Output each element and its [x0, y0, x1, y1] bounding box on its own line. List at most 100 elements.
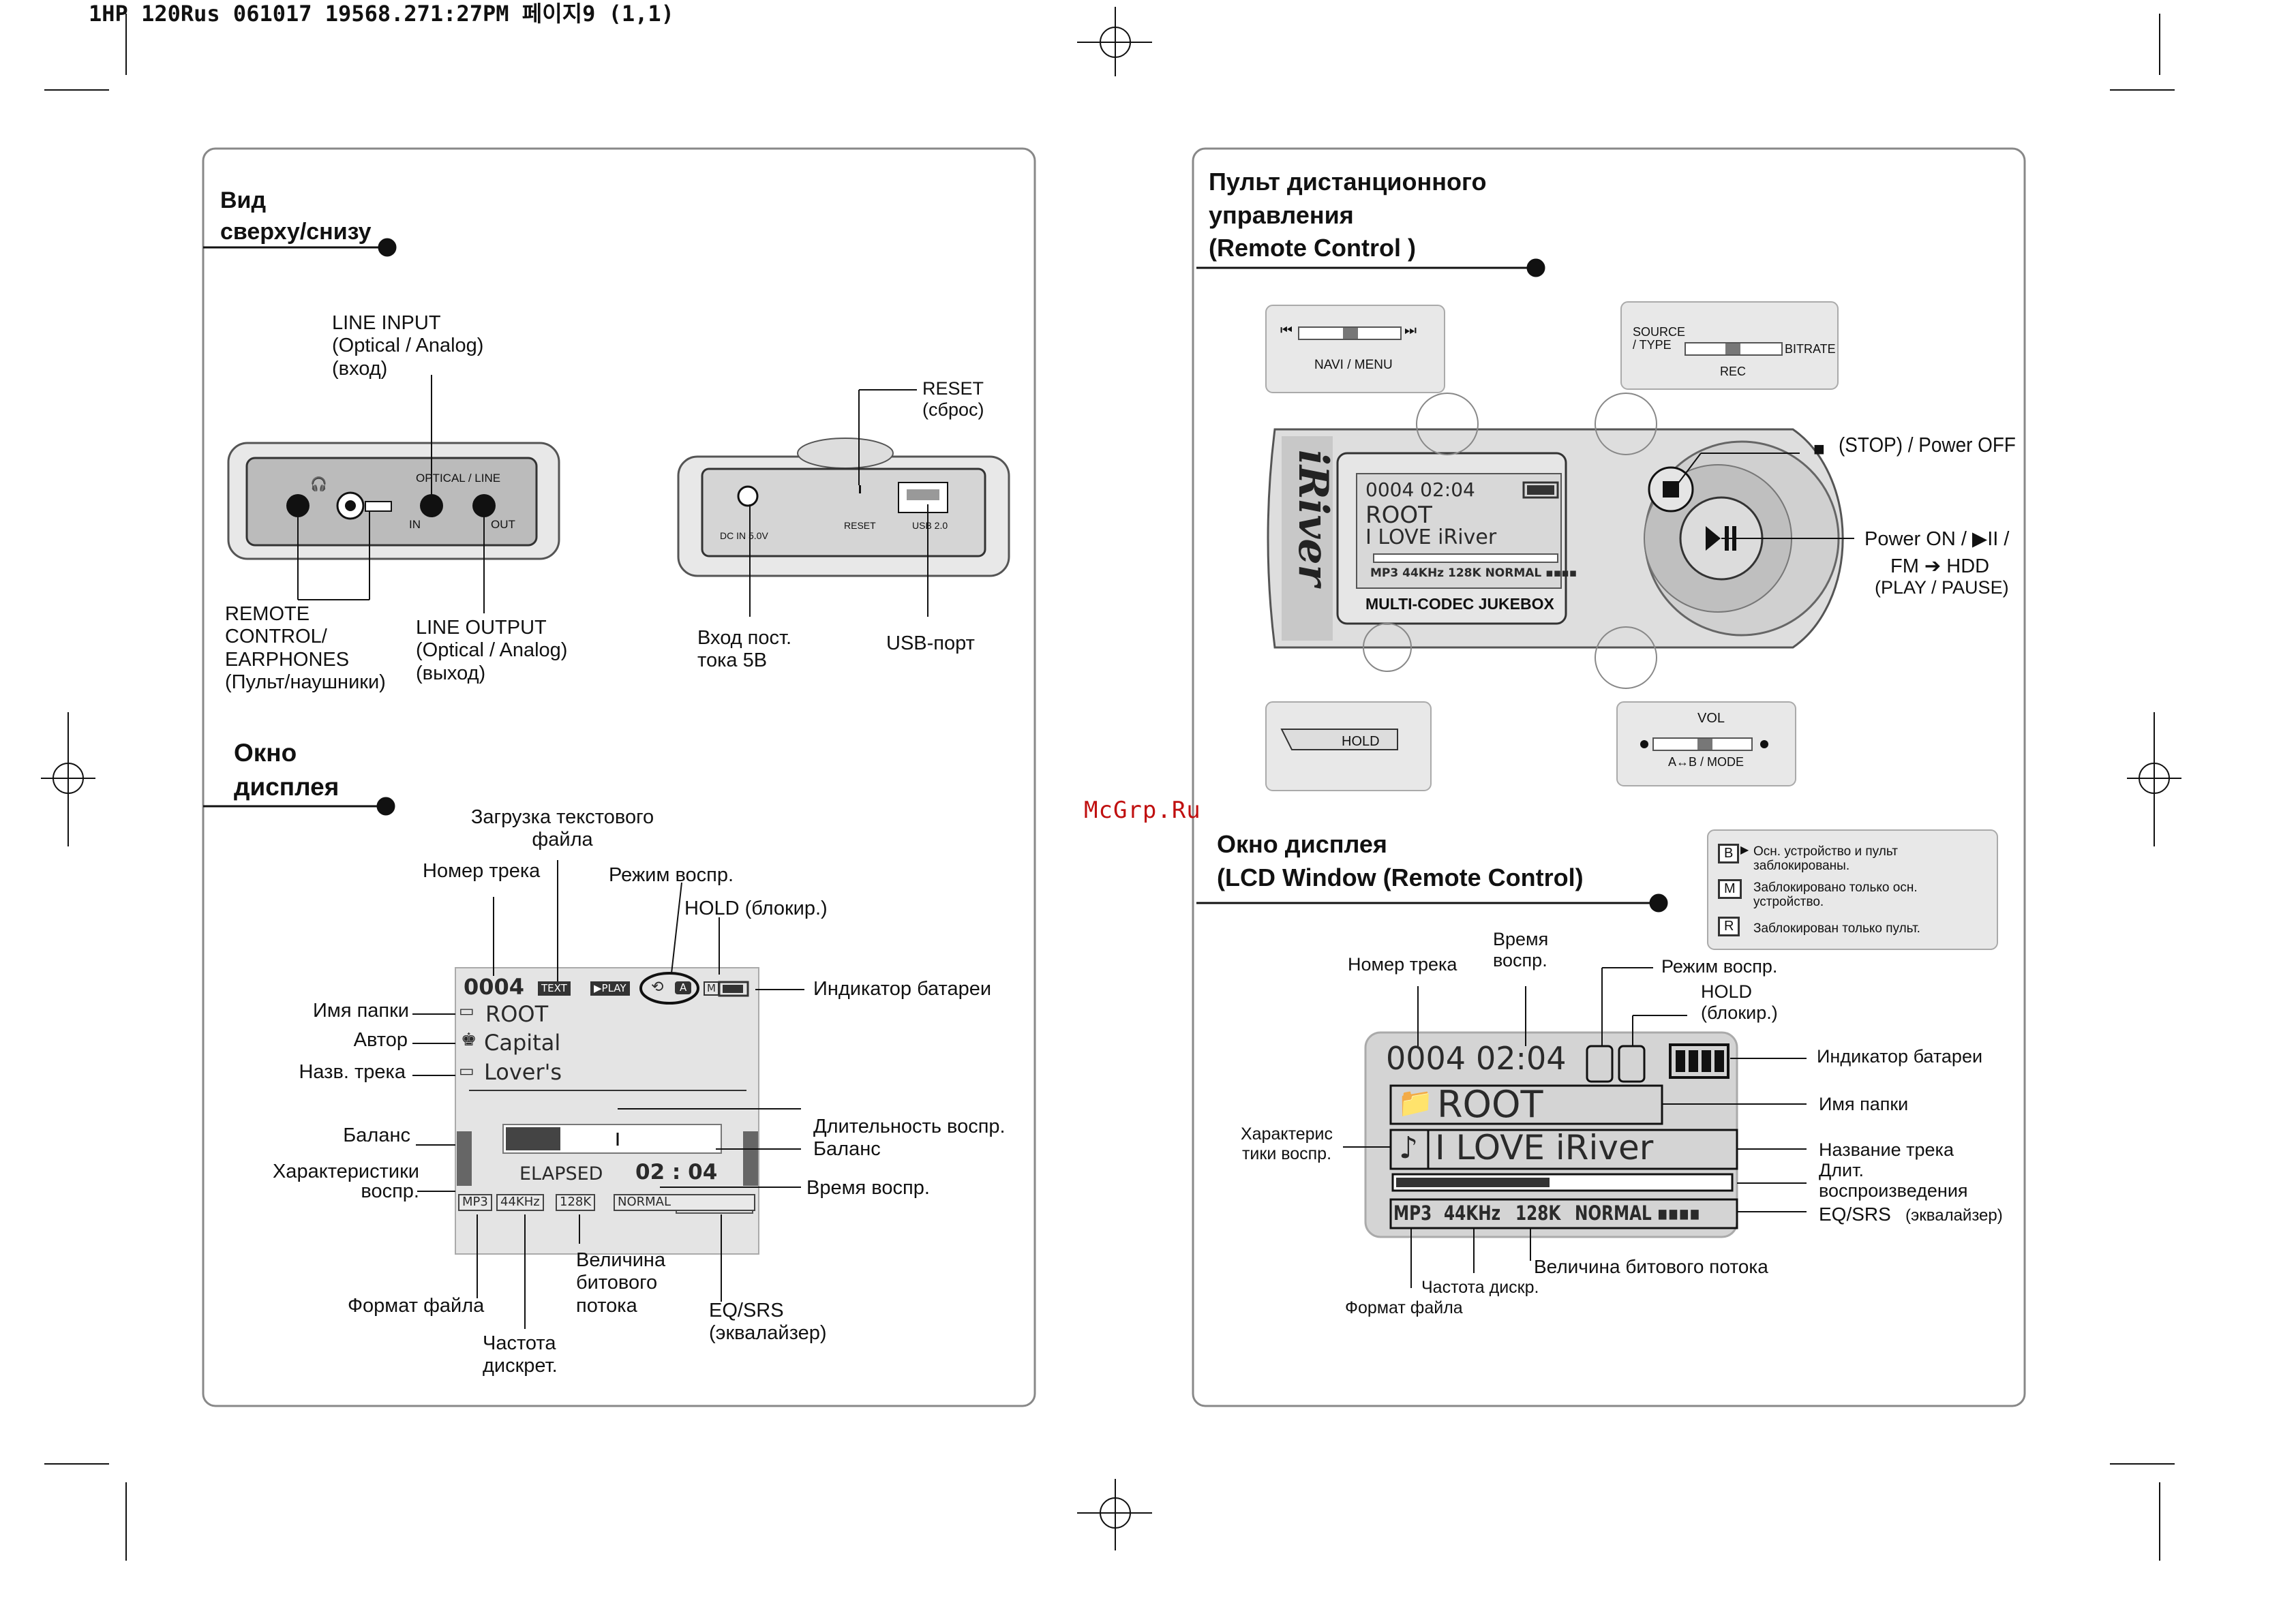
rlcd-note-icon: ♪ — [1399, 1131, 1419, 1165]
stop-icon: ■ — [1813, 438, 1825, 459]
lcd-track-number: 0004 — [464, 974, 525, 1000]
lcd-bitrate: 128K — [556, 1194, 596, 1211]
track-icon: ▭ — [459, 1061, 474, 1080]
rlcd-track: I LOVE iRiver — [1435, 1128, 1654, 1167]
lcd-mode-a-badge: A — [675, 981, 692, 995]
label-vol: VOL — [1697, 711, 1725, 726]
lock-m-text: Заблокировано только осн. устройство. — [1753, 881, 1918, 909]
lcd-eq: NORMAL — [614, 1194, 755, 1211]
remote-title: Пульт дистанционного управления (Remote … — [1209, 168, 1487, 262]
label-usb-port: USB-порт — [886, 632, 975, 654]
label-rlcd-eq2: (эквалайзер) — [1905, 1206, 2003, 1225]
label-line-output: LINE OUTPUT (Optical / Analog) (выход) — [416, 617, 568, 684]
remote-lcd-leaders — [1343, 967, 1807, 1288]
label-optical-line: OPTICAL / LINE — [416, 472, 501, 485]
panel-frames — [202, 147, 2026, 1407]
label-ab-mode: A↔B / MODE — [1668, 755, 1744, 769]
label-bitrate-switch: BITRATE — [1785, 342, 1836, 356]
label-rlcd-format: Формат файла — [1345, 1298, 1463, 1317]
lock-r-text: Заблокирован только пульт. — [1753, 921, 1920, 936]
label-jukebox: MULTI-CODEC JUKEBOX — [1365, 595, 1554, 613]
rlcd-time: 02:04 — [1476, 1040, 1567, 1077]
label-rlcd-folder: Имя папки — [1819, 1094, 1909, 1114]
label-navi-menu: NAVI / MENU — [1314, 358, 1393, 372]
label-characteristics: Характеристики воспр. — [272, 1161, 419, 1202]
remote-lcd-root: ROOT — [1365, 502, 1432, 529]
top-view-leaders — [297, 375, 928, 617]
folder-icon: ▭ — [459, 1001, 474, 1020]
lcd-artist: Capital — [484, 1030, 561, 1056]
rlcd-frequency: 44KHz — [1444, 1202, 1501, 1225]
lcd-play-badge: ▶PLAY — [590, 981, 630, 996]
remote-lcd-top: 0004 02:04 — [1365, 478, 1475, 501]
top-view-title: Вид сверху/снизу — [220, 187, 372, 245]
lcd-text-badge: TEXT — [538, 981, 571, 996]
remote-callouts — [1265, 301, 1839, 791]
label-rlcd-char: Характерис тики воспр. — [1240, 1124, 1333, 1163]
label-author: Автор — [353, 1029, 408, 1051]
label-reset: RESET (сброс) — [922, 378, 984, 420]
rlcd-bitrate: 128K — [1515, 1202, 1561, 1225]
label-usb-small: USB 2.0 — [912, 520, 948, 531]
label-remote-earphones: REMOTE CONTROL/ EARPHONES (Пульт/наушник… — [225, 603, 386, 694]
lcd-hold-badge: M — [704, 981, 719, 996]
label-duration: Длительность воспр. Баланс — [813, 1116, 1006, 1161]
lcd-folder-name: ROOT — [485, 1001, 549, 1027]
label-fm-hdd: FM ➔ HDD — [1890, 555, 1990, 577]
crop-marks — [41, 7, 2181, 1561]
label-freq: Частота дискрет. — [483, 1332, 558, 1377]
lock-m-badge: M — [1718, 879, 1742, 899]
label-battery: Индикатор батареи — [813, 978, 992, 1000]
lock-r-badge: R — [1718, 917, 1740, 936]
remote-lcd-bottom: MP3 44KHz 128K NORMAL ▪▪▪▪ — [1370, 566, 1577, 580]
label-rlcd-mode: Режим воспр. — [1661, 956, 1778, 977]
label-rec: REC — [1720, 365, 1747, 378]
label-balance: Баланс — [343, 1124, 410, 1146]
label-line-input: LINE INPUT (Optical / Analog) (вход) — [332, 312, 484, 380]
display-title: Окно дисплея — [234, 739, 339, 801]
label-text-load: Загрузка текстового файла — [470, 806, 654, 851]
lock-b-text: Осн. устройство и пульт заблокированы. — [1753, 844, 1898, 873]
iriver-logo: iRiver — [1289, 450, 1337, 587]
rlcd-format: MP3 — [1393, 1202, 1432, 1225]
remote-leaders — [1673, 453, 1854, 539]
prev-icon: ⏮ — [1280, 323, 1293, 338]
label-track-no: Номер трека — [423, 860, 541, 882]
label-rlcd-hold: HOLD (блокир.) — [1701, 981, 1778, 1024]
label-rlcd-bitrate: Величина битового потока — [1534, 1256, 1768, 1277]
label-play-pause: (PLAY / PAUSE) — [1875, 577, 2009, 598]
label-hold: HOLD (блокир.) — [684, 898, 828, 919]
label-power-on: Power ON / ▶II / — [1864, 528, 2010, 550]
print-header: 1HP 120Rus 061017 19568.271:27PM 페이지9 (1… — [89, 1, 674, 27]
label-bitrate: Величина битового потока — [576, 1249, 666, 1317]
lcd-window-title: Окно дисплея (LCD Window (Remote Control… — [1217, 830, 1584, 891]
rlcd-folder-icon: 📁 — [1398, 1086, 1434, 1119]
headphone-icon: 🎧 — [310, 477, 327, 492]
watermark: McGrp.Ru — [1084, 797, 1201, 824]
lcd-elapsed: ELAPSED — [519, 1163, 603, 1184]
label-in: IN — [409, 518, 421, 531]
label-eq: EQ/SRS (эквалайзер) — [709, 1300, 827, 1345]
label-format: Формат файла — [348, 1295, 485, 1317]
artist-icon: ♚ — [461, 1030, 477, 1050]
lock-legend — [1707, 829, 1998, 950]
rlcd-eq: NORMAL ▪▪▪▪ — [1575, 1202, 1700, 1225]
label-rlcd-duration: Длит. воспроизведения — [1819, 1160, 1968, 1201]
label-play-mode: Режим воспр. — [609, 864, 734, 886]
label-dcin-small: DC IN 5.0V — [720, 530, 768, 541]
label-rlcd-track-no: Номер трека — [1348, 954, 1457, 975]
label-rlcd-eq: EQ/SRS — [1819, 1204, 1891, 1225]
label-stop: (STOP) / Power OFF — [1839, 433, 2016, 457]
lcd-format: MP3 — [458, 1194, 492, 1211]
device-top-view — [227, 442, 560, 560]
label-out: OUT — [491, 518, 515, 531]
lcd-track-title: Lover's — [484, 1059, 562, 1085]
label-rlcd-battery: Индикатор батареи — [1817, 1046, 1983, 1067]
label-reset-small: RESET — [844, 520, 876, 531]
remote-lcd-track: I LOVE iRiver — [1365, 525, 1497, 549]
rlcd-folder: ROOT — [1437, 1083, 1543, 1126]
label-track-name: Назв. трека — [299, 1061, 406, 1083]
label-hold-switch: HOLD — [1342, 734, 1380, 749]
repeat-icon: ⟲ — [651, 979, 664, 996]
